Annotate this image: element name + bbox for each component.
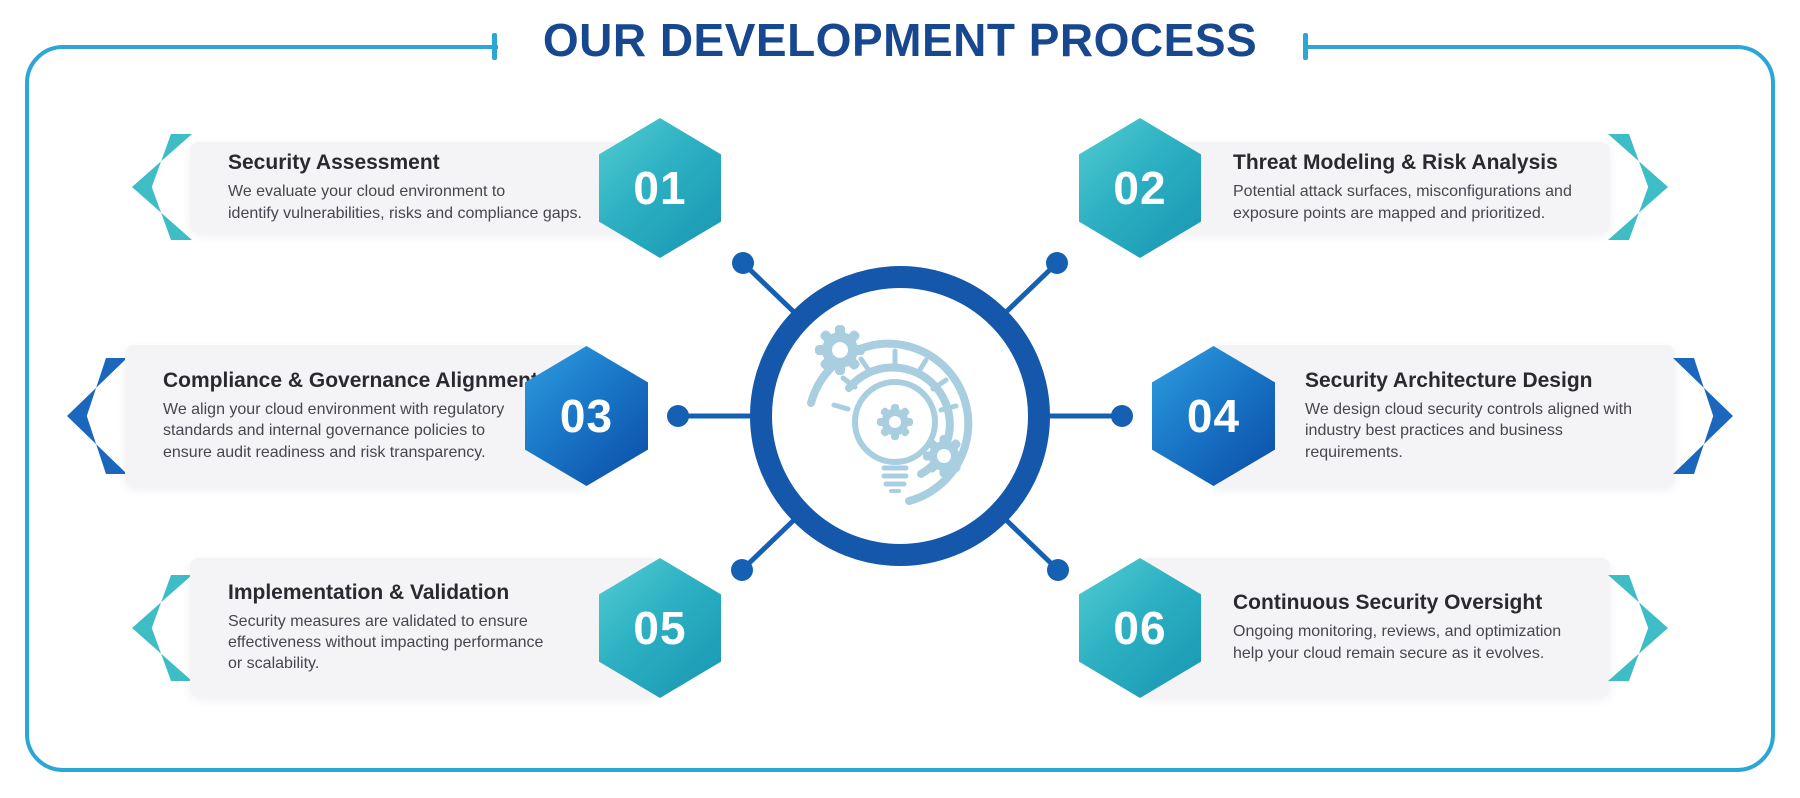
step-description: We design cloud security controls aligne… bbox=[1305, 401, 1632, 461]
step-description: We align your cloud environment with reg… bbox=[163, 401, 505, 461]
step-bar: Security Architecture Design We design c… bbox=[1210, 345, 1675, 487]
step-number: 06 bbox=[1113, 602, 1167, 654]
step-title: Compliance & Governance Alignment bbox=[163, 369, 538, 393]
step-description: We evaluate your cloud environment to id… bbox=[228, 183, 582, 222]
step-bar: Security Assessment We evaluate your clo… bbox=[190, 142, 660, 233]
border-title-gap bbox=[498, 42, 1304, 54]
step-title: Threat Modeling & Risk Analysis bbox=[1233, 151, 1558, 175]
step-bar: Compliance & Governance Alignment We ali… bbox=[125, 345, 590, 487]
step-number: 04 bbox=[1186, 390, 1241, 442]
step-bar: Implementation & Validation Security mea… bbox=[190, 558, 660, 697]
step-bar: Threat Modeling & Risk Analysis Potentia… bbox=[1140, 142, 1610, 233]
step-number: 02 bbox=[1113, 162, 1167, 214]
step-description: Potential attack surfaces, misconfigurat… bbox=[1233, 183, 1572, 222]
step-title: Security Assessment bbox=[228, 151, 440, 175]
title-bracket-left-icon bbox=[492, 33, 497, 60]
step-number: 03 bbox=[559, 390, 614, 442]
page-title: OUR DEVELOPMENT PROCESS bbox=[542, 14, 1258, 66]
step-description: Security measures are validated to ensur… bbox=[228, 612, 544, 673]
step-number: 01 bbox=[633, 162, 687, 214]
chevron-right-icon bbox=[1608, 575, 1668, 681]
step-title: Implementation & Validation bbox=[228, 580, 510, 604]
title-bracket-right-icon bbox=[1303, 33, 1308, 60]
step-bar: Continuous Security Oversight Ongoing mo… bbox=[1140, 558, 1610, 697]
step-title: Security Architecture Design bbox=[1305, 369, 1593, 393]
step-title: Continuous Security Oversight bbox=[1233, 591, 1543, 615]
step-number: 05 bbox=[633, 602, 687, 654]
step-description: Ongoing monitoring, reviews, and optimiz… bbox=[1233, 623, 1562, 662]
